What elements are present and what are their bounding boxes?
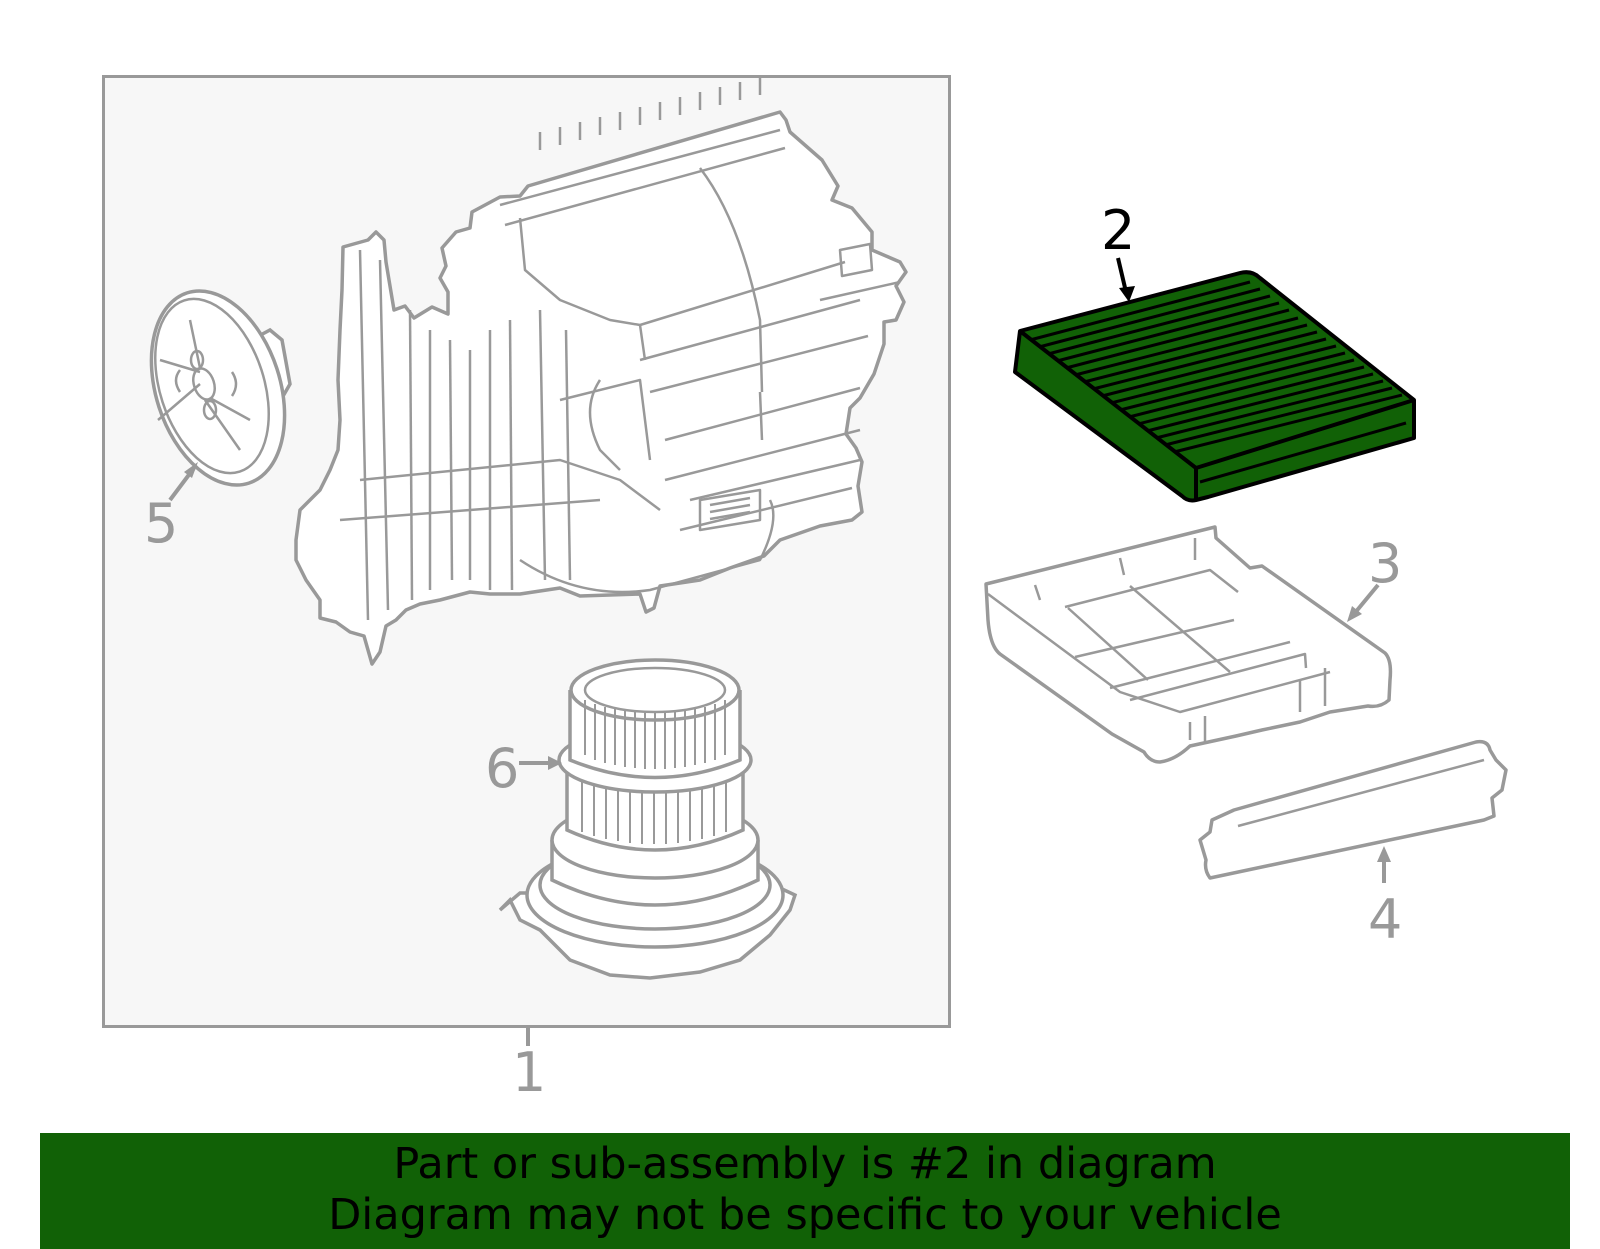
banner-part-notice: Part or sub-assembly is #2 in diagram bbox=[393, 1139, 1217, 1189]
callout-3-leader bbox=[1352, 583, 1380, 616]
info-banner: Part or sub-assembly is #2 in diagram Di… bbox=[40, 1133, 1570, 1249]
callout-3[interactable]: 3 bbox=[1368, 532, 1403, 595]
hvac-unit-drawing[interactable] bbox=[294, 77, 908, 666]
arrow-icon bbox=[1377, 846, 1391, 862]
arrow-icon bbox=[548, 756, 562, 770]
filter-tray-drawing[interactable] bbox=[984, 525, 1393, 764]
callout-6[interactable]: 6 bbox=[485, 737, 520, 800]
callout-2[interactable]: 2 bbox=[1101, 199, 1136, 262]
callout-2-leader bbox=[1116, 257, 1128, 293]
arrow-icon bbox=[184, 462, 198, 478]
arrow-icon bbox=[1119, 286, 1135, 302]
callout-1[interactable]: 1 bbox=[512, 1041, 547, 1104]
arrow-icon bbox=[1347, 606, 1362, 622]
cabin-air-filter-drawing[interactable] bbox=[1013, 270, 1416, 503]
callout-5[interactable]: 5 bbox=[144, 492, 179, 555]
banner-disclaimer: Diagram may not be specific to your vehi… bbox=[328, 1190, 1282, 1240]
filter-cover-drawing[interactable] bbox=[1198, 739, 1508, 880]
callout-4[interactable]: 4 bbox=[1368, 888, 1403, 951]
blower-cover-drawing[interactable] bbox=[128, 274, 308, 503]
blower-motor-drawing[interactable] bbox=[498, 658, 798, 980]
